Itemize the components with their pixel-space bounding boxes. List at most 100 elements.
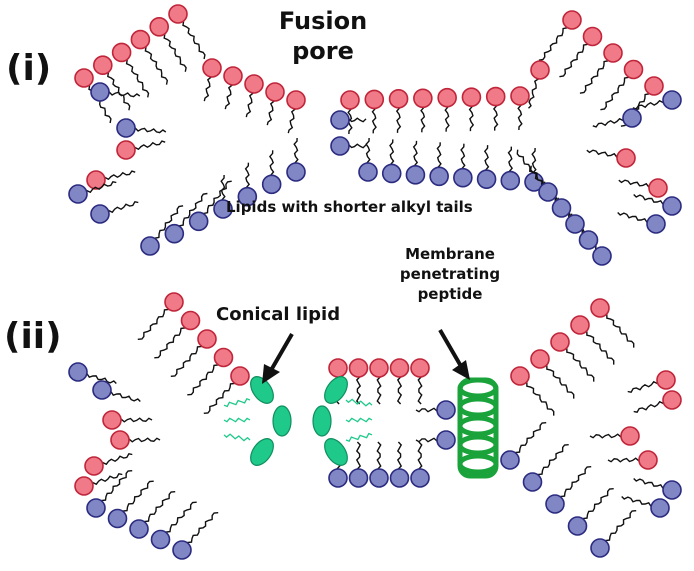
conical-lipid-head — [250, 438, 274, 466]
lower-left-outer-leaflet-head — [237, 186, 258, 207]
peptide-label-line-2: penetrating — [399, 265, 501, 283]
peptide-helix — [457, 377, 499, 479]
ii-lower-right-outer-leaflet-head — [545, 494, 565, 514]
ii-upper-right-outer-leaflet-head — [590, 298, 610, 318]
fusion-pore-title: Fusion pore — [268, 6, 378, 66]
peptide-label-line-3: peptide — [417, 285, 483, 303]
ii-upper-right-outer-leaflet-head — [550, 332, 570, 352]
ii-lower-left-outer-leaflet-head — [107, 508, 128, 529]
ii-pore-bottom-leaflet-head — [348, 468, 369, 488]
lower-right-inner-leaflet-head — [616, 148, 636, 168]
ii-pore-right-tip-head — [436, 430, 456, 450]
lower-left-outer-leaflet-head — [286, 162, 306, 182]
ii-upper-right-inner-leaflet-head — [662, 390, 682, 410]
ii-upper-left-outer-leaflet-head — [230, 366, 250, 386]
pore-left-top-leaflet-head — [202, 58, 222, 78]
peptide-arrow-head — [452, 360, 470, 380]
conical-lipid-head — [324, 376, 348, 404]
conical-lipid-arrow-shaft — [268, 332, 294, 374]
pore-left-top-leaflet-head — [286, 90, 306, 110]
pore-right-top-leaflet-head — [510, 86, 530, 106]
ii-upper-left-inner-leaflet-head — [68, 362, 88, 382]
ii-upper-left-outer-leaflet-head — [213, 347, 234, 368]
ii-upper-left-outer-leaflet-head — [180, 310, 201, 331]
shorter-tails-caption: Lipids with shorter alkyl tails — [226, 198, 473, 216]
ii-pore-bottom-leaflet-head — [389, 468, 410, 488]
pore-right-top-leaflet-head — [461, 87, 482, 107]
panel-label-ii: (ii) — [4, 316, 62, 357]
ii-upper-right-inner-leaflet-head — [656, 370, 676, 390]
conical-lipid-tail — [223, 397, 251, 408]
upper-left-outer-leaflet-head — [111, 42, 132, 63]
lower-left-inner-red-leaflet-head — [86, 170, 106, 190]
upper-right-outer-leaflet-head — [603, 43, 623, 63]
lower-left-small-leaflet-head — [68, 184, 88, 204]
ii-pore-top-leaflet-head — [410, 358, 430, 378]
lower-left-outer-leaflet-head — [188, 211, 209, 232]
upper-left-outer-leaflet-head — [130, 29, 151, 50]
lower-right-outer-leaflet-head — [565, 214, 585, 234]
panel-label-i: (i) — [6, 48, 52, 89]
pore-right-tip-head — [330, 110, 350, 130]
title-line-1: Fusion — [278, 7, 368, 35]
pore-left-top-leaflet-head — [223, 66, 243, 86]
ii-lower-left-outer-leaflet-head — [150, 529, 171, 550]
ii-mid-left-red-head — [102, 410, 122, 430]
lower-right-small-leaflet-head — [646, 214, 666, 234]
peptide-label-line-1: Membrane — [405, 245, 495, 263]
ii-lower-left-red-head — [74, 476, 94, 496]
pore-right-top-leaflet-head — [485, 86, 506, 107]
peptide-arrow-shaft — [438, 328, 464, 370]
ii-pore-top-leaflet-head — [369, 358, 389, 378]
panel-ii-membranes — [68, 292, 682, 560]
pore-right-bottom-leaflet-head — [500, 170, 521, 191]
lower-left-outer-leaflet-head — [261, 174, 282, 195]
title-line-2: pore — [292, 37, 354, 65]
upper-right-outer-leaflet-head — [582, 26, 603, 47]
arrows — [262, 328, 470, 384]
pore-right-bottom-leaflet-head — [405, 165, 426, 185]
upper-left-inner-leaflet-head — [90, 82, 110, 102]
conical-lipid-head — [312, 405, 332, 437]
ii-pore-right-tip-head — [436, 400, 456, 420]
conical-lipid-tail — [345, 398, 373, 407]
upper-left-outer-leaflet-head — [93, 55, 113, 75]
conical-lipid-head — [250, 376, 274, 404]
pore-right-top-leaflet-head — [340, 90, 360, 110]
panel-i-membranes — [68, 4, 682, 266]
pore-left-top-leaflet-head — [265, 82, 285, 102]
conical-lipid-tail — [223, 433, 251, 442]
conical-lipid-head — [272, 405, 292, 437]
ii-lower-right-outer-leaflet-head — [590, 538, 610, 558]
conical-lipid-tail — [345, 432, 373, 443]
peptide-label: Membrane penetrating peptide — [380, 244, 520, 304]
conical-lipid-label: Conical lipid — [216, 304, 341, 325]
conical-lipid-head — [324, 438, 348, 466]
pore-right-top-leaflet-head — [413, 88, 433, 109]
pore-right-bottom-leaflet-head — [429, 166, 449, 187]
ii-pore-top-leaflet-head — [328, 358, 348, 378]
upper-right-outer-leaflet-head — [623, 59, 644, 80]
ii-lower-left-outer-leaflet-head — [129, 519, 149, 539]
upper-right-inner-leaflet-head — [662, 90, 682, 110]
lower-right-small-leaflet-head — [662, 196, 682, 216]
ii-mid-right-red-head — [638, 450, 658, 470]
lower-left-outer-leaflet-head — [140, 236, 160, 256]
upper-right-corner-head — [530, 60, 550, 80]
peptide-helix-turn — [457, 396, 499, 418]
ii-pore-top-leaflet-head — [389, 358, 410, 378]
peptide-helix-turn — [457, 453, 499, 475]
pore-right-top-leaflet-head — [437, 87, 457, 108]
pore-right-bottom-leaflet-head — [381, 163, 402, 184]
ii-lower-right-outer-leaflet-head — [500, 450, 520, 470]
ii-upper-left-inner-leaflet-head — [92, 380, 112, 400]
lower-left-inner-red-leaflet-head — [116, 140, 136, 160]
pore-right-top-leaflet-head — [364, 89, 385, 110]
pore-left-top-leaflet-head — [244, 74, 264, 94]
ii-pore-bottom-leaflet-head — [410, 468, 430, 488]
lower-left-small-leaflet-head — [90, 204, 110, 224]
lower-right-outer-leaflet-head — [551, 198, 572, 218]
pore-right-bottom-leaflet-head — [453, 167, 473, 188]
